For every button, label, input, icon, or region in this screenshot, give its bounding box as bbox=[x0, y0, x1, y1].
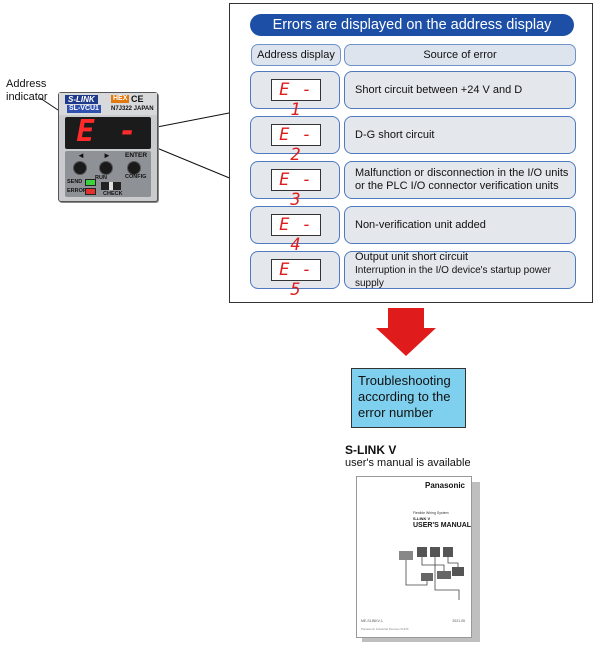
error-source-e4-line1: Non-verification unit added bbox=[355, 218, 486, 231]
illustration-unit-5 bbox=[421, 573, 433, 581]
error-source-e3-line2: or the PLC I/O connector verification un… bbox=[355, 180, 559, 192]
error-table-panel: Errors are displayed on the address disp… bbox=[229, 3, 593, 303]
error-row-source-box: Non-verification unit added bbox=[344, 206, 576, 244]
manual-cover-illustration bbox=[399, 547, 464, 600]
error-source-e5-line2: Interruption in the I/O device's startup… bbox=[355, 264, 551, 289]
right-button[interactable] bbox=[99, 161, 113, 175]
error-row-code-box: E - 2 bbox=[250, 116, 340, 165]
manual-cover-footer-right: 2021.05 bbox=[452, 619, 465, 623]
manual-cover-footer-left: ME-SLINKV-1 bbox=[361, 619, 383, 623]
error-source-e2-line1: D-G short circuit bbox=[355, 128, 435, 141]
ce-mark: CE bbox=[131, 94, 144, 104]
device-model: SL-VCU1 bbox=[67, 105, 101, 113]
error-table-title: Errors are displayed on the address disp… bbox=[250, 14, 574, 36]
error-code-e5: E - 5 bbox=[271, 259, 321, 300]
enter-label: ENTER bbox=[125, 152, 148, 159]
send-led bbox=[85, 179, 96, 186]
error-row-source-box: Malfunction or disconnection in the I/O … bbox=[344, 161, 576, 199]
right-arrow-icon: ► bbox=[103, 151, 111, 160]
manual-cover-product: S-LINK V bbox=[413, 516, 431, 521]
illustration-cable-1 bbox=[405, 560, 428, 586]
address-indicator-label-line1: Address bbox=[6, 78, 47, 90]
down-arrow-icon bbox=[376, 308, 436, 356]
config-label: CONFIG bbox=[125, 174, 147, 180]
s-link-controller-device: S-LINK SL-VCU1 HEX CE N7J322 JAPAN E - 3… bbox=[58, 92, 158, 202]
error-row-code-box: E - 5 bbox=[250, 251, 340, 300]
illustration-unit-3 bbox=[430, 547, 440, 557]
troubleshooting-line1: Troubleshooting bbox=[358, 373, 451, 388]
troubleshooting-line3: error number bbox=[358, 405, 434, 420]
error-source-e3: Malfunction or disconnection in the I/O … bbox=[355, 162, 569, 198]
troubleshooting-line2: according to the bbox=[358, 389, 451, 404]
enter-button[interactable] bbox=[127, 161, 141, 175]
mode-switch[interactable] bbox=[101, 182, 121, 190]
error-row-source-box: Short circuit between +24 V and D bbox=[344, 71, 576, 109]
down-arrow-shape bbox=[376, 308, 436, 356]
illustration-unit-6 bbox=[437, 571, 451, 579]
error-source-e5: Output unit short circuit Interruption i… bbox=[355, 250, 569, 289]
manual-subtitle: user's manual is available bbox=[345, 457, 471, 469]
error-source-e4: Non-verification unit added bbox=[355, 207, 569, 243]
manual-cover-footer-small: Panasonic Industrial Devices SUNX bbox=[361, 627, 409, 631]
left-arrow-icon: ◄ bbox=[77, 151, 85, 160]
address-indicator-label: Address indicator bbox=[6, 78, 48, 104]
illustration-unit-4 bbox=[443, 547, 453, 557]
error-row-source-box: D-G short circuit bbox=[344, 116, 576, 154]
illustration-unit-2 bbox=[417, 547, 427, 557]
mode-switch-knob bbox=[109, 182, 113, 190]
run-label: RUN bbox=[95, 175, 107, 181]
manual-cover-doc-title: USER'S MANUAL bbox=[413, 522, 472, 529]
error-source-e1: Short circuit between +24 V and D bbox=[355, 72, 569, 108]
error-code-e4: E - 4 bbox=[271, 214, 321, 255]
troubleshooting-box: Troubleshooting according to the error n… bbox=[351, 368, 466, 428]
error-row-code-box: E - 4 bbox=[250, 206, 340, 255]
header-address-display: Address display bbox=[251, 44, 341, 66]
address-display: E - 3 bbox=[65, 115, 151, 183]
error-source-e3-line1: Malfunction or disconnection in the I/O … bbox=[355, 167, 569, 179]
check-label: CHECK bbox=[103, 191, 123, 197]
manual-cover[interactable]: Panasonic Flexible Wiring System S-LINK … bbox=[356, 476, 472, 638]
error-code-e3: E - 3 bbox=[271, 169, 321, 210]
error-source-e2: D-G short circuit bbox=[355, 117, 569, 153]
error-label: ERROR bbox=[67, 188, 87, 194]
error-row-code-box: E - 1 bbox=[250, 71, 340, 120]
device-control-panel: ◄ ► ENTER RUN CONFIG SEND ERROR CHECK bbox=[65, 151, 151, 197]
error-led bbox=[85, 188, 96, 195]
illustration-cable-3 bbox=[447, 557, 459, 567]
left-button[interactable] bbox=[73, 161, 87, 175]
manual-cover-brand: Panasonic bbox=[424, 481, 465, 490]
hex-badge: HEX bbox=[111, 95, 130, 103]
error-row-source-box: Output unit short circuit Interruption i… bbox=[344, 251, 576, 289]
error-source-e1-line1: Short circuit between +24 V and D bbox=[355, 83, 523, 96]
device-brand: S-LINK bbox=[65, 95, 98, 104]
address-indicator-label-line2: indicator bbox=[6, 91, 48, 103]
manual-title: S-LINK V bbox=[345, 443, 397, 457]
send-label: SEND bbox=[67, 179, 83, 185]
error-code-e2: E - 2 bbox=[271, 124, 321, 165]
connector-line-top bbox=[151, 112, 230, 129]
header-source-of-error: Source of error bbox=[344, 44, 576, 66]
illustration-cable-2 bbox=[421, 557, 445, 571]
illustration-cable-4 bbox=[434, 557, 460, 600]
error-row-code-box: E - 3 bbox=[250, 161, 340, 210]
illustration-unit-1 bbox=[399, 551, 413, 560]
error-source-e5-line1: Output unit short circuit bbox=[355, 250, 469, 263]
device-origin: N7J322 JAPAN bbox=[111, 106, 154, 112]
manual-cover-series: Flexible Wiring System bbox=[413, 511, 449, 515]
illustration-unit-7 bbox=[452, 567, 464, 576]
error-code-e1: E - 1 bbox=[271, 79, 321, 120]
